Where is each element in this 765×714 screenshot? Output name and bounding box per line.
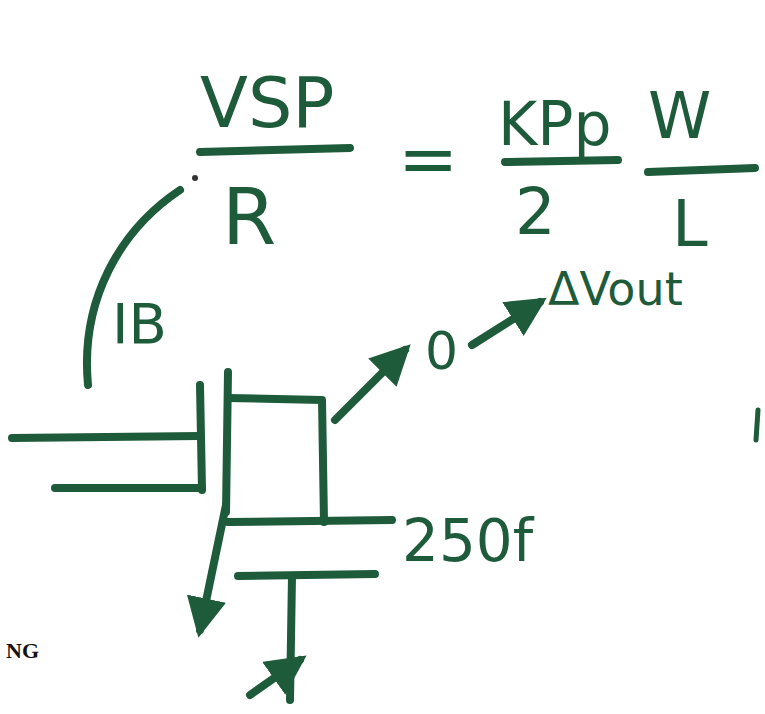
handwritten-label: 250f (402, 512, 533, 570)
ground-arrow (250, 660, 300, 695)
handwritten-label: W (648, 84, 711, 148)
handwritten-label: R (222, 178, 276, 256)
output-arrow (472, 302, 540, 345)
handwritten-label: L (672, 192, 708, 256)
handwritten-label: KPp (498, 94, 612, 154)
handwritten-label: VSP (200, 68, 335, 138)
fraction-bar (648, 168, 755, 172)
gate-wire (12, 436, 200, 438)
dot (192, 175, 198, 181)
fraction-bar (505, 160, 618, 162)
handwritten-label: 2 (515, 180, 556, 244)
handwritten-label: IB (112, 296, 167, 352)
fraction-bar (200, 148, 350, 152)
handwritten-label: = (398, 122, 458, 194)
gate-wire (55, 484, 202, 492)
handwritten-label: ΔVout (548, 266, 683, 312)
capacitor-plate (238, 574, 375, 576)
drain-wire (228, 398, 324, 522)
ground-wire (290, 576, 292, 700)
source-arrow (200, 505, 226, 630)
output-arrow (335, 350, 405, 420)
mosfet-channel (226, 372, 228, 512)
handwritten-label: 0 (425, 325, 458, 377)
page-fragment: NG (6, 640, 39, 662)
leader-curve (87, 190, 180, 385)
gate-plate (200, 385, 202, 490)
edge-fragment (756, 410, 758, 440)
capacitor-plate (228, 520, 392, 522)
